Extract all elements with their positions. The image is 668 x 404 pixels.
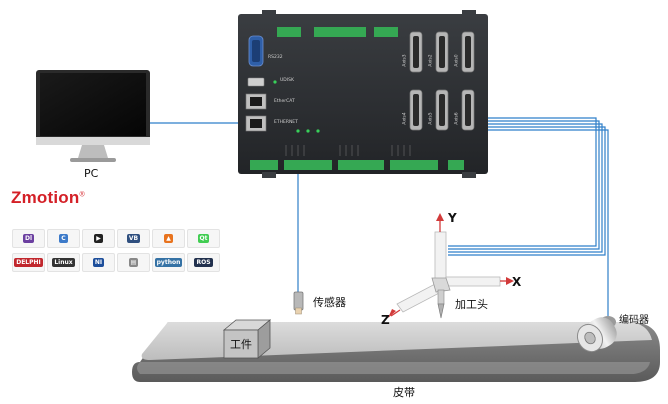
udisk-port [247,77,265,87]
vb-logo: VB [117,229,150,248]
ros-logo-text: ROS [194,258,213,267]
ni-logo: NI [82,253,115,272]
c-language-logo-text: C [59,234,68,243]
delphi-logo-text: DELPHI [14,258,43,267]
axis-port-label-3: Axis3 [402,54,408,67]
axis-port-label-0: Axis0 [454,54,460,67]
linux-logo-text: Linux [52,258,75,267]
ethernet-label: ETHERNET [274,120,298,125]
axis-cable-bundle-1 [448,117,597,247]
axis-cable-bundle-4 [448,126,606,256]
c-language-logo: C [47,229,80,248]
ethercat-label: EtherCAT [274,99,295,104]
tool-head-label: 加工头 [455,298,488,311]
xyz-axes [388,213,514,319]
vb-logo-text: VB [126,234,141,243]
axis-cable-bundle-3 [448,123,603,253]
axis-port-label-6: Axis6 [454,112,460,125]
encoder [576,316,617,353]
rs232-port [248,35,264,67]
zmotion-brand-text: Zmotion [11,188,80,207]
printer-logo: ▤ [117,253,150,272]
qt-logo: Qt [187,229,220,248]
z-axis-arrow [390,309,401,317]
encoder-label: 编码器 [619,315,649,326]
axis-port-label-4: Axis4 [402,112,408,125]
labview-logo: Dl [12,229,45,248]
registered-mark: ® [79,191,85,199]
belt-label: 皮带 [393,386,415,399]
top-terminal-blocks [277,27,398,37]
axis-z-label: Z [381,313,390,327]
workpiece-label: 工件 [230,338,252,351]
axis-cable-bundle-2 [448,120,600,250]
workpiece [222,319,272,359]
rs232-label: RS232 [268,55,283,60]
axis-y-label: Y [448,211,457,225]
python-logo: python [152,253,185,272]
cables [150,117,609,318]
vs-code-logo-text: ▶ [94,234,103,243]
encoder-cable [488,129,609,318]
ros-logo: ROS [187,253,220,272]
ethernet-port [245,115,267,132]
printer-logo-text: ▤ [128,258,139,267]
axis-port-label-2: Axis2 [428,54,434,67]
axis-port-label-5: Axis5 [428,112,434,125]
matlab-logo: ▲ [152,229,185,248]
labview-logo-text: Dl [22,234,35,243]
python-logo-text: python [154,258,183,267]
axis-x-label: X [512,275,522,289]
ni-logo-text: NI [92,258,105,267]
bottom-terminal-blocks [250,160,464,170]
pc-monitor [36,70,150,162]
linux-logo: Linux [47,253,80,272]
pc-label: PC [84,167,99,180]
vs-code-logo: ▶ [82,229,115,248]
motion-controller [238,10,488,178]
sensor [293,291,304,315]
sensor-label: 传感器 [313,296,346,309]
matlab-logo-text: ▲ [164,234,173,243]
udisk-led [273,80,277,84]
ethercat-port [245,93,267,110]
udisk-label: UDISK [280,78,294,83]
delphi-logo: DELPHI [12,253,45,272]
qt-logo-text: Qt [197,234,210,243]
zmotion-brand: Zmotion® [11,188,85,208]
